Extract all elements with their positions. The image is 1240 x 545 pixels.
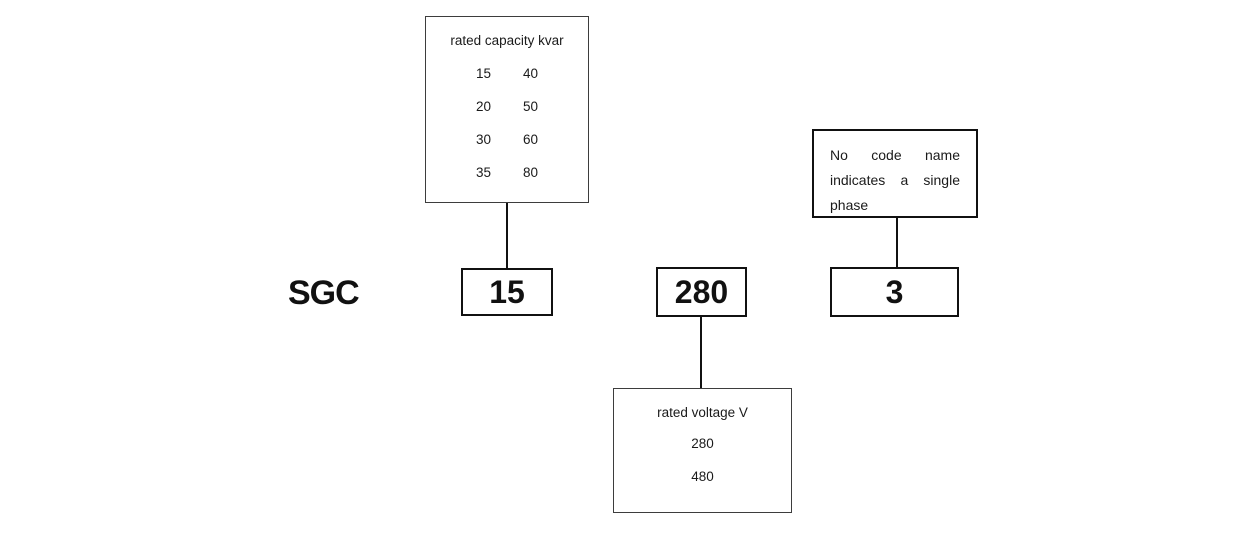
- voltage-legend-title: rated voltage V: [657, 405, 748, 420]
- voltage-values-list: 280 480: [614, 436, 791, 485]
- voltage-value: 280: [691, 436, 714, 451]
- code-segment-value: 280: [674, 273, 729, 310]
- code-segment-voltage: 280: [656, 267, 747, 317]
- code-segment-value: 3: [885, 273, 904, 310]
- table-row: 30 60: [426, 132, 588, 148]
- capacity-value: 60: [522, 132, 539, 147]
- code-segment-phase: 3: [830, 267, 959, 317]
- capacity-value: 30: [475, 132, 492, 147]
- voltage-legend-box: rated voltage V 280 480: [613, 388, 792, 513]
- connector-phase-to-code: [896, 218, 898, 267]
- capacity-value: 15: [475, 66, 492, 81]
- capacity-value: 20: [475, 99, 492, 114]
- phase-note-box: No code name indicates a single phase: [812, 129, 978, 218]
- code-segment-capacity: 15: [461, 268, 553, 316]
- code-segment-value: 15: [489, 273, 525, 310]
- connector-voltage-to-code: [700, 317, 702, 388]
- model-prefix: SGC: [288, 274, 360, 312]
- capacity-legend-box: rated capacity kvar 15 40 20 50 30 60 35…: [425, 16, 589, 203]
- phase-note-line: No code name: [830, 147, 960, 163]
- voltage-value: 480: [691, 469, 714, 484]
- capacity-value: 35: [475, 165, 492, 180]
- phase-note-line: indicates a single: [830, 172, 960, 188]
- connector-capacity-to-code: [506, 203, 508, 268]
- table-row: 15 40: [426, 66, 588, 82]
- table-row: 20 50: [426, 99, 588, 115]
- capacity-values-table: 15 40 20 50 30 60 35 80: [426, 66, 588, 181]
- capacity-legend-title: rated capacity kvar: [450, 33, 564, 48]
- table-row: 35 80: [426, 165, 588, 181]
- capacity-value: 40: [522, 66, 539, 81]
- phase-note-line: phase: [830, 197, 869, 213]
- capacity-value: 80: [522, 165, 539, 180]
- capacity-value: 50: [522, 99, 539, 114]
